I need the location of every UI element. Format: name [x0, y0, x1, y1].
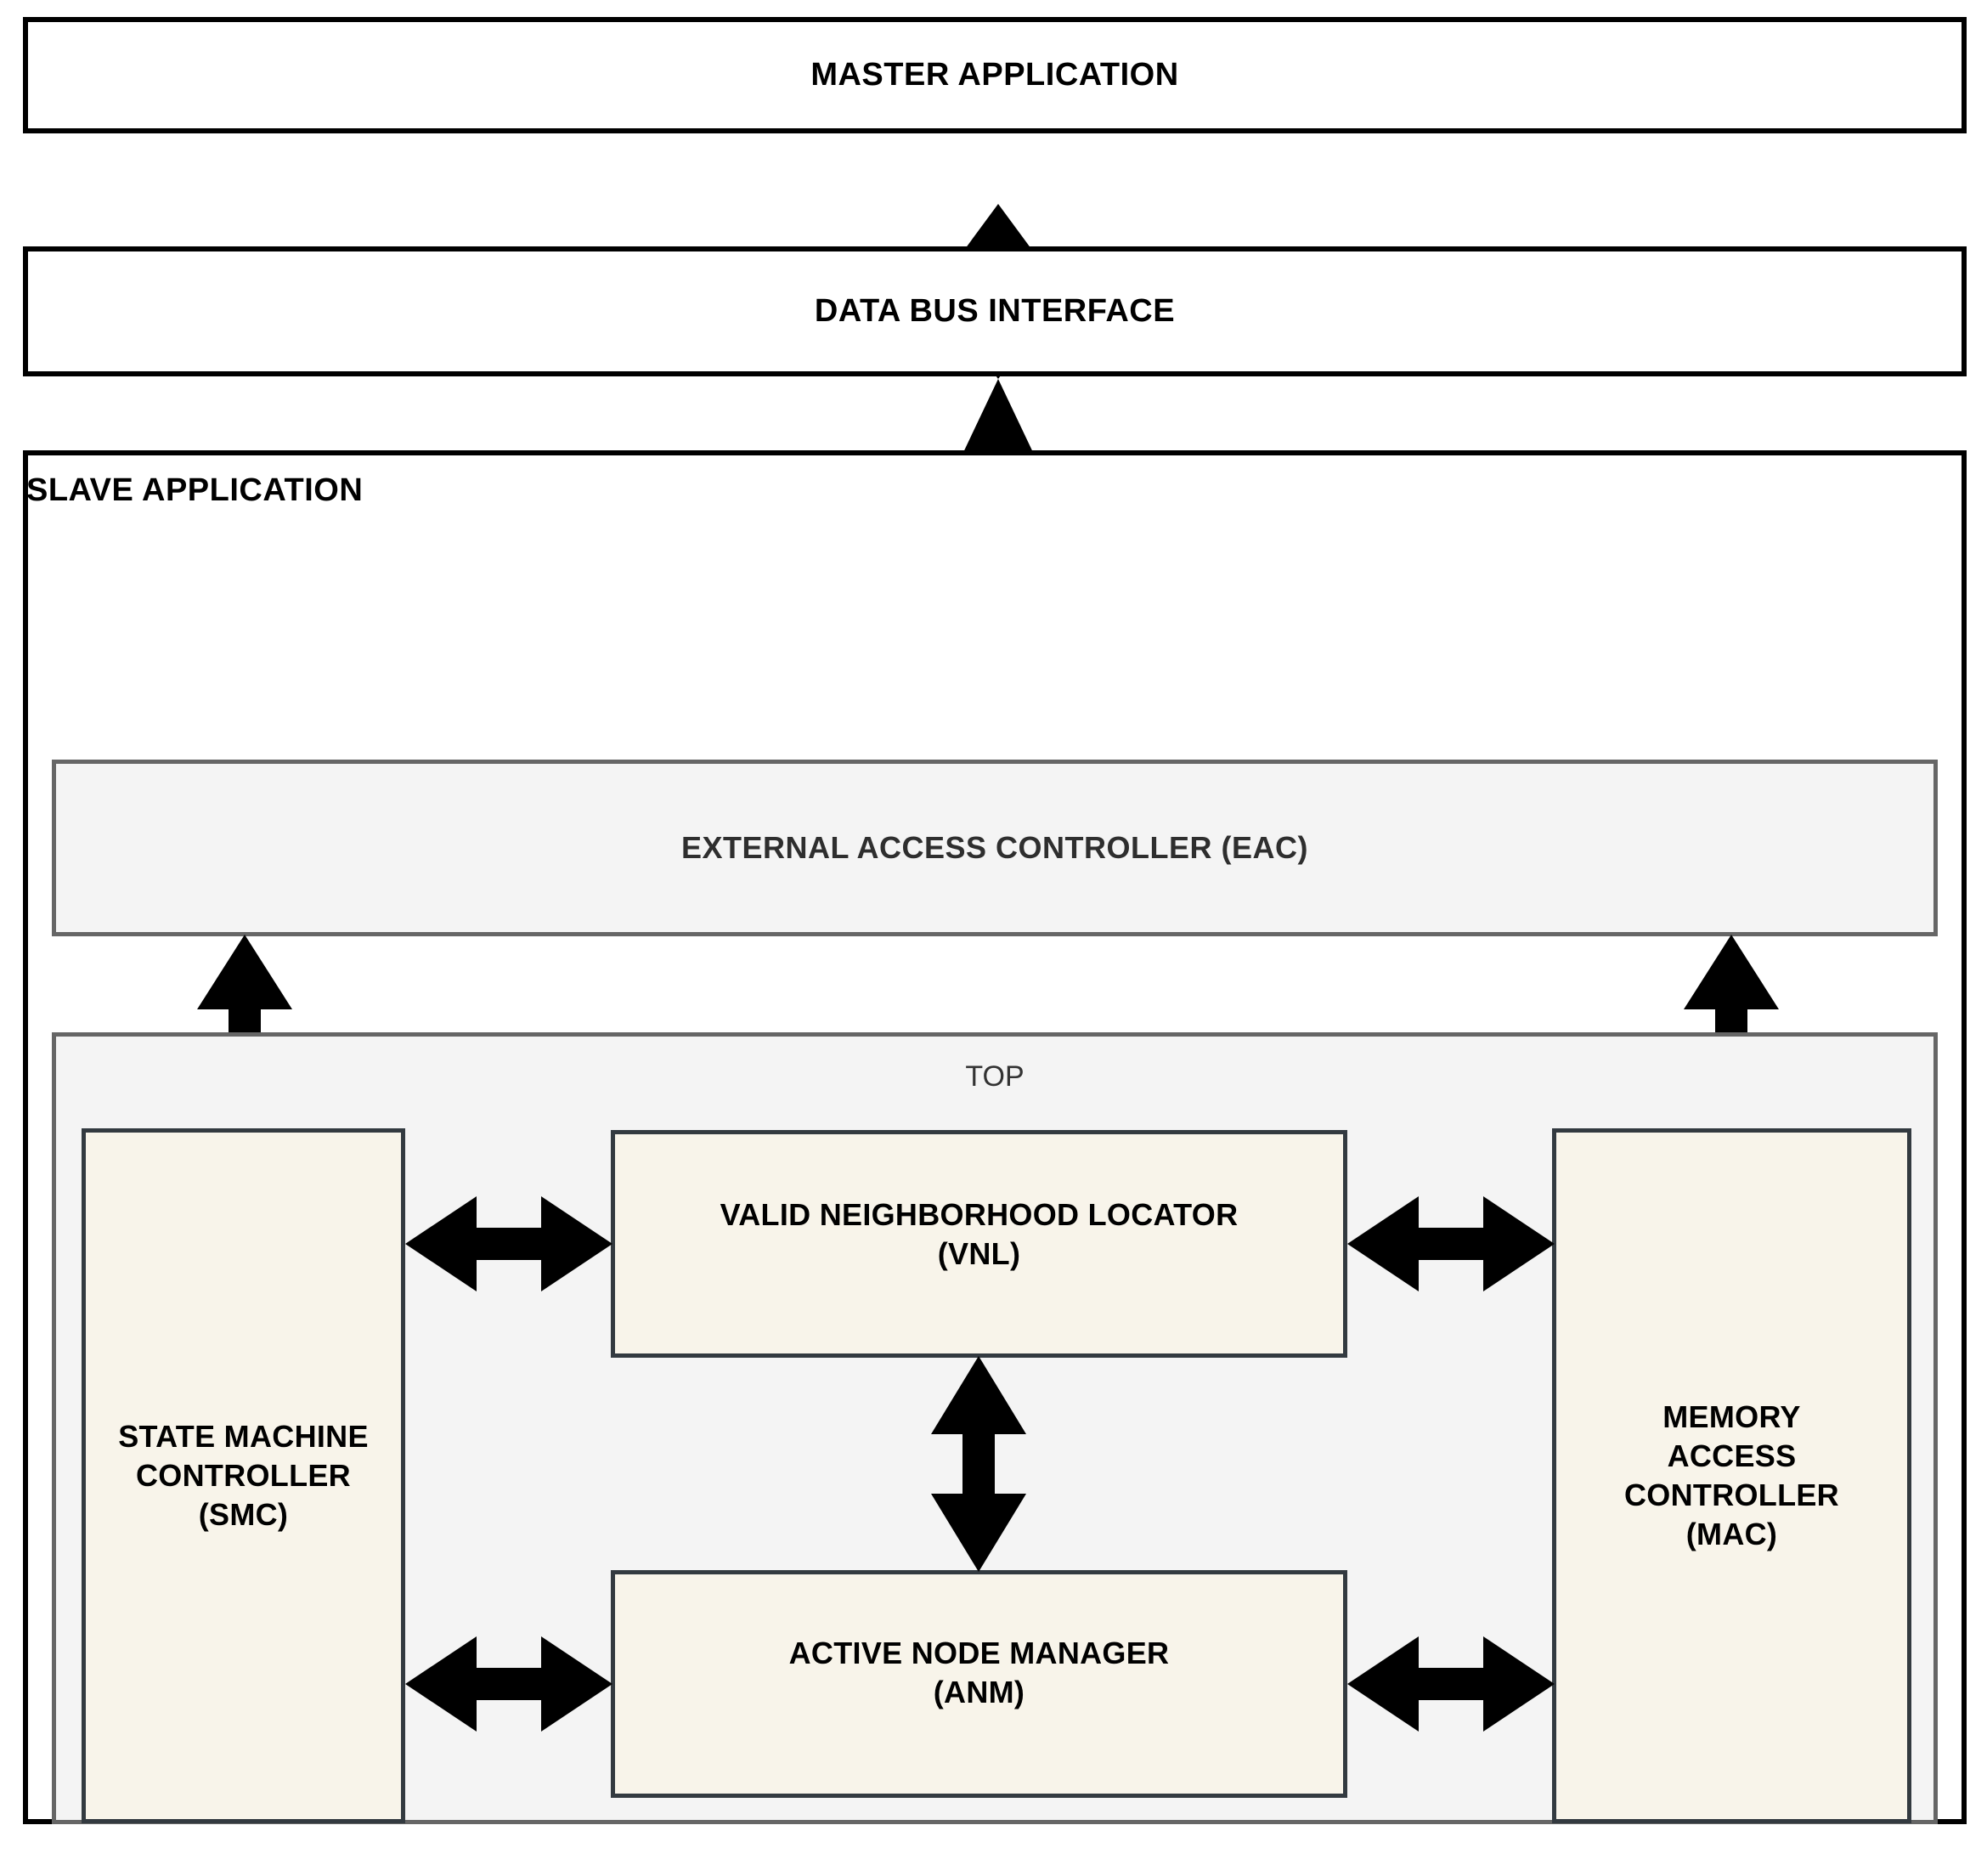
arrow-anm-to-mac — [1347, 1636, 1555, 1732]
mac-label-line-2: ACCESS — [1667, 1438, 1797, 1473]
anm-label-line-1: ACTIVE NODE MANAGER — [788, 1636, 1170, 1670]
data-bus-interface-block: DATA BUS INTERFACE — [23, 246, 1967, 376]
data-bus-interface-label: DATA BUS INTERFACE — [814, 293, 1176, 329]
valid-neighborhood-locator-block: VALID NEIGHBORHOOD LOCATOR (VNL) — [611, 1130, 1347, 1358]
memory-access-controller-label: MEMORY ACCESS CONTROLLER (MAC) — [1624, 1398, 1839, 1554]
smc-label-line-3: (SMC) — [198, 1497, 289, 1533]
master-application-label: MASTER APPLICATION — [810, 57, 1179, 93]
smc-label-line-2: CONTROLLER — [136, 1457, 351, 1493]
active-node-manager-block: ACTIVE NODE MANAGER (ANM) — [611, 1570, 1347, 1798]
arrow-smc-to-anm — [405, 1636, 612, 1732]
top-panel-label: TOP — [965, 1060, 1025, 1093]
state-machine-controller-block: STATE MACHINE CONTROLLER (SMC) — [82, 1128, 405, 1823]
external-access-controller-label: EXTERNAL ACCESS CONTROLLER (EAC) — [680, 830, 1309, 865]
memory-access-controller-block: MEMORY ACCESS CONTROLLER (MAC) — [1552, 1128, 1911, 1823]
active-node-manager-label: ACTIVE NODE MANAGER (ANM) — [789, 1634, 1170, 1712]
mac-label-line-3: CONTROLLER — [1624, 1478, 1839, 1512]
arrow-vnl-to-anm — [931, 1356, 1026, 1572]
smc-label-line-1: STATE MACHINE — [118, 1418, 369, 1454]
slave-application-label: SLAVE APPLICATION — [26, 472, 364, 508]
valid-neighborhood-locator-label: VALID NEIGHBORHOOD LOCATOR (VNL) — [720, 1195, 1239, 1274]
vnl-label-line-1: VALID NEIGHBORHOOD LOCATOR — [720, 1197, 1239, 1232]
mac-label-line-4: (MAC) — [1685, 1517, 1778, 1552]
external-access-controller-block: EXTERNAL ACCESS CONTROLLER (EAC) — [52, 760, 1938, 936]
mac-label-line-1: MEMORY — [1662, 1399, 1801, 1434]
state-machine-controller-label: STATE MACHINE CONTROLLER (SMC) — [118, 1417, 369, 1534]
master-application-block: MASTER APPLICATION — [23, 17, 1967, 133]
anm-label-line-2: (ANM) — [933, 1675, 1025, 1710]
arrow-smc-to-vnl — [405, 1196, 612, 1291]
arrow-vnl-to-mac — [1347, 1196, 1555, 1291]
vnl-label-line-2: (VNL) — [937, 1236, 1021, 1272]
